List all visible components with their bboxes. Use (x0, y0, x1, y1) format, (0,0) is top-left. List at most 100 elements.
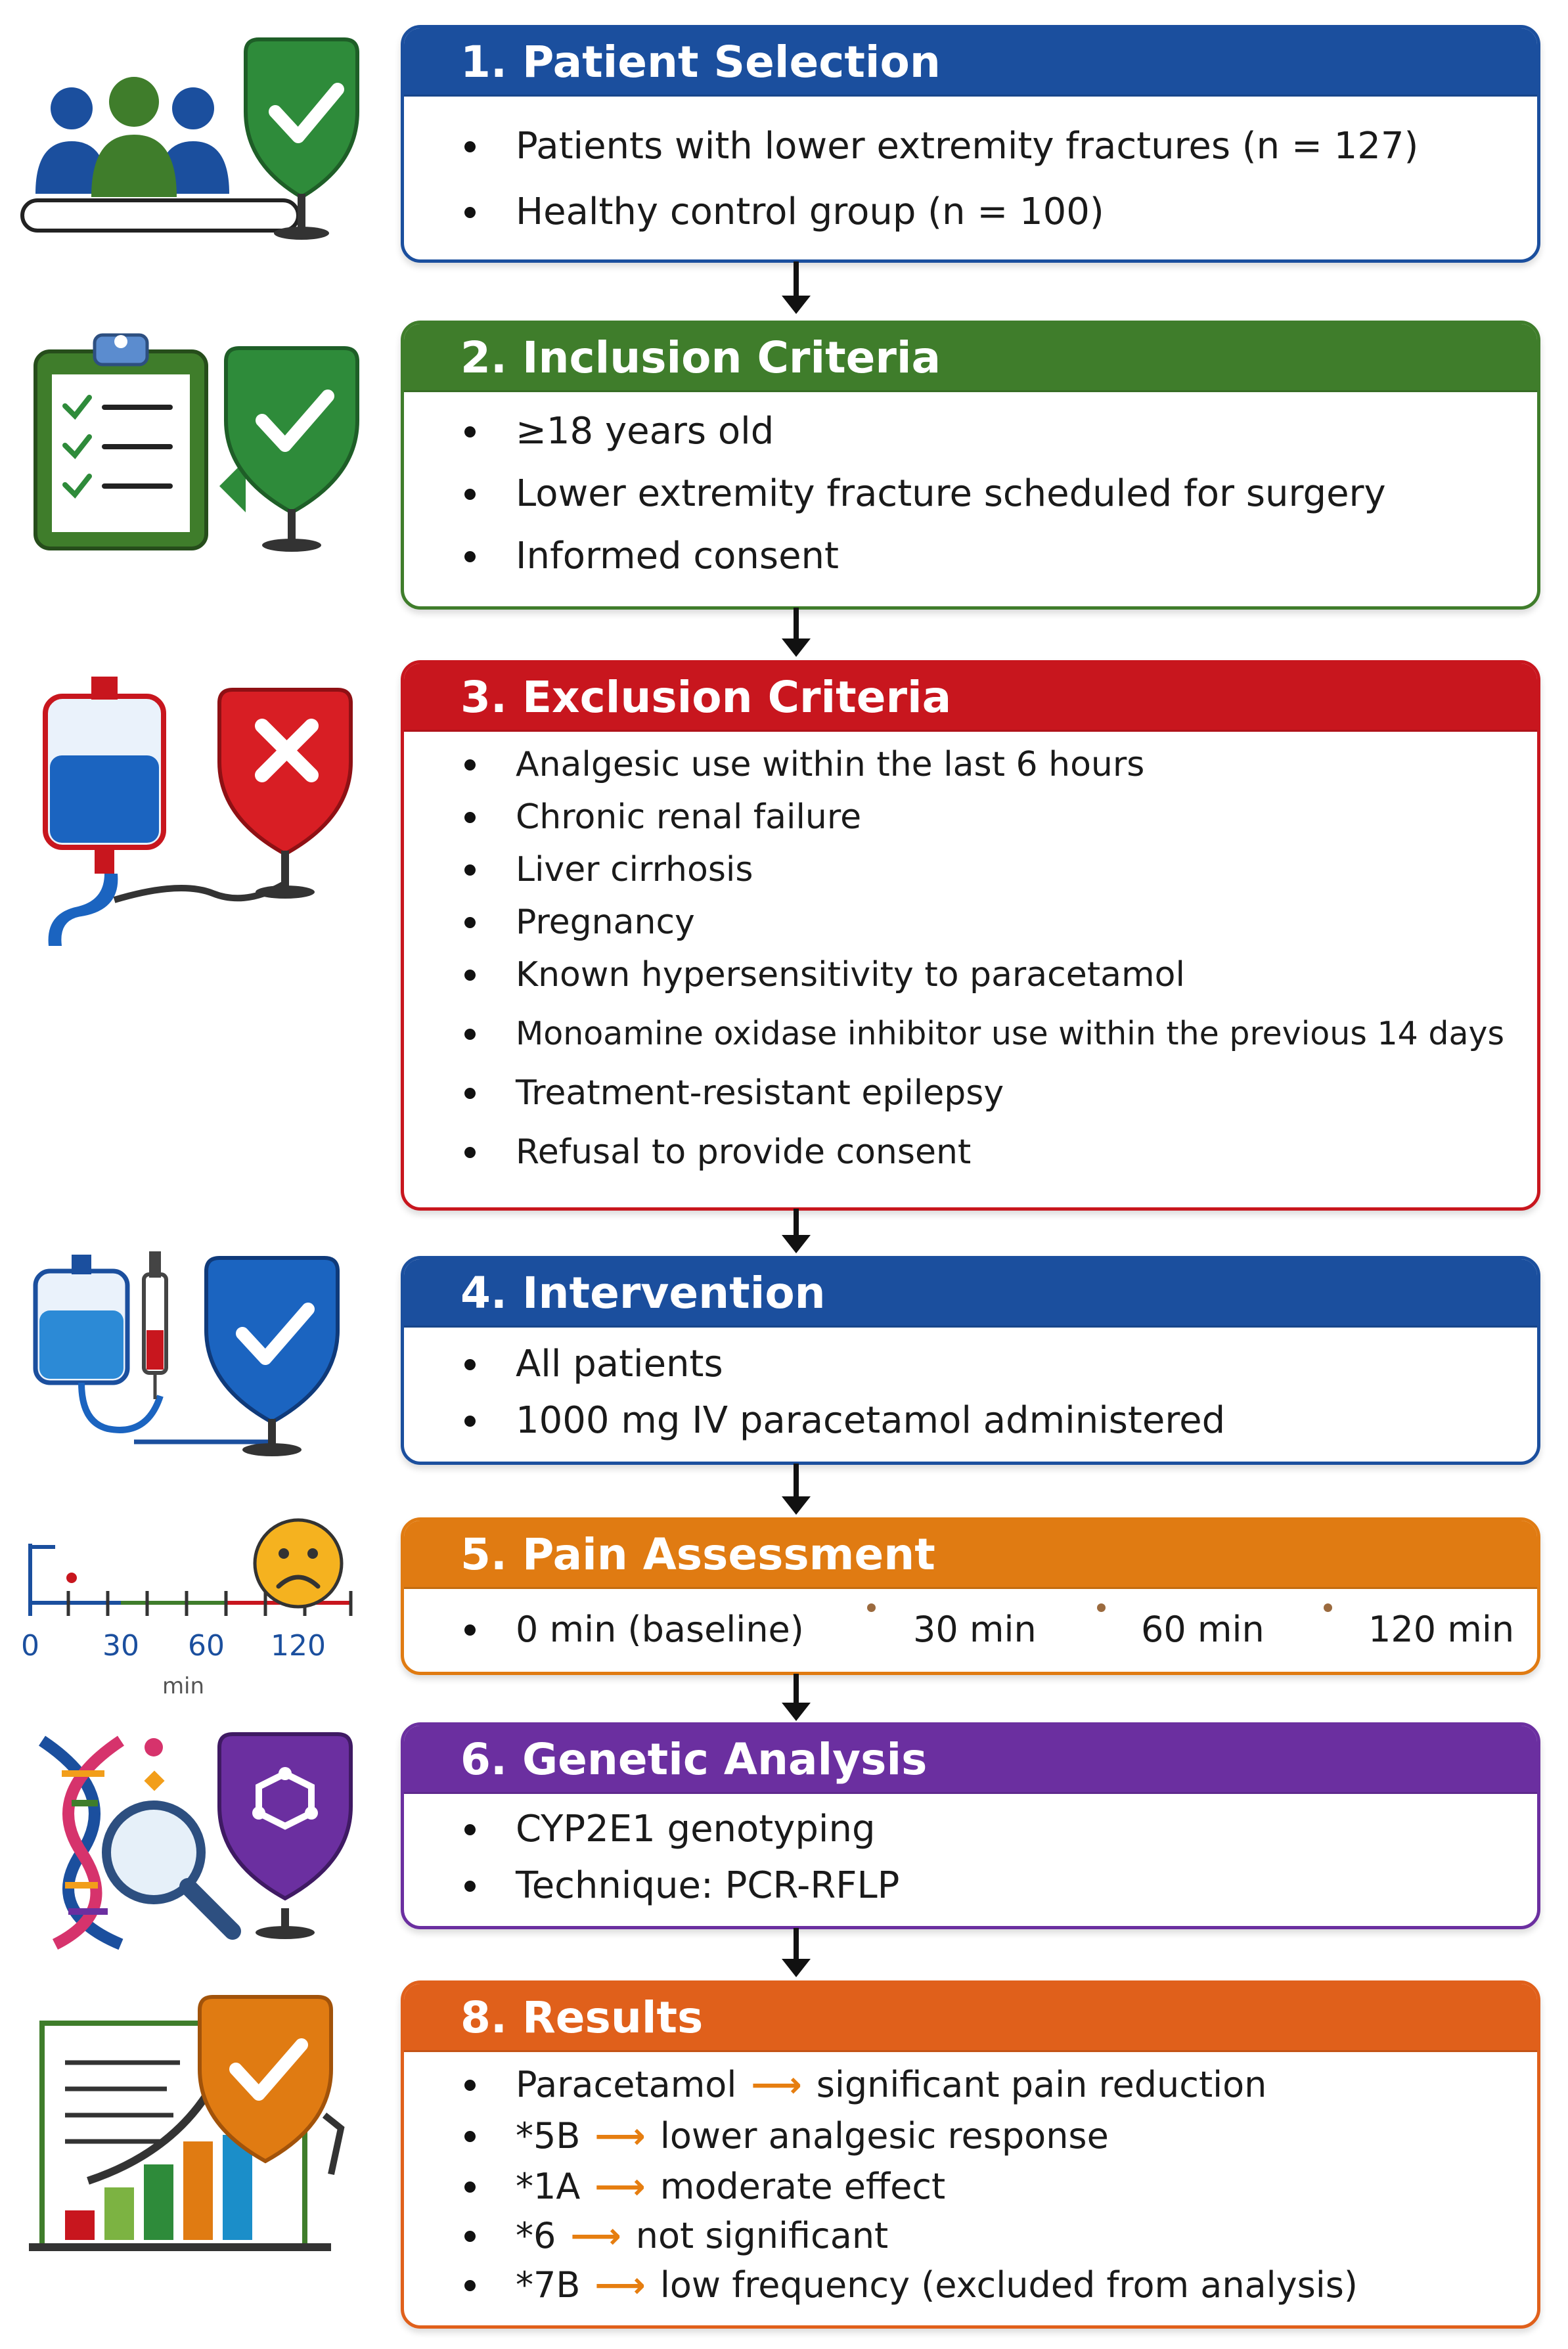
panel-title: 8. Results (404, 1984, 1537, 2052)
list-item: Patients with lower extremity fractures … (404, 120, 1537, 173)
timeline-tick-30: 30 (102, 1629, 139, 1663)
result-arrow-icon: ⟶ (594, 2264, 646, 2306)
result-item: *6⟶not significant (404, 2210, 1537, 2262)
bullet (464, 426, 476, 437)
list-item-text: Liver cirrhosis (516, 850, 753, 889)
list-item-text: Lower extremity fracture scheduled for s… (516, 472, 1386, 515)
flow-arrow-down-icon (782, 1674, 811, 1721)
flow-arrow-down-icon (782, 1209, 811, 1253)
list-item-text: Technique: PCR-RFLP (516, 1864, 900, 1907)
panel-intervention: 4. Intervention All patients 1000 mg IV … (401, 1256, 1540, 1465)
panel-title-text: 2. Inclusion Criteria (460, 332, 941, 383)
result-arrow-icon: ⟶ (594, 2166, 646, 2207)
panel-title: 3. Exclusion Criteria (404, 663, 1537, 732)
bullet (464, 551, 476, 562)
result-subject: *5B (516, 2115, 581, 2157)
panel-title: 6. Genetic Analysis (404, 1726, 1537, 1794)
dna-magnifier-shield-icon (39, 1732, 353, 1950)
list-item-text: Informed consent (516, 535, 839, 577)
list-item: Pregnancy (404, 896, 1537, 949)
list-item: Known hypersensitivity to paracetamol (404, 949, 1537, 1001)
list-item-text: Pregnancy (516, 903, 695, 942)
panel-exclusion-criteria: 3. Exclusion Criteria Analgesic use with… (401, 660, 1540, 1211)
bullet (464, 2181, 476, 2193)
flow-arrow-down-icon (782, 261, 811, 314)
bullet (464, 1359, 476, 1370)
bullet (464, 1147, 476, 1158)
list-item: ≥18 years old (404, 405, 1537, 458)
clipboard-checklist-shield-check-icon (34, 333, 359, 552)
bullet (867, 1603, 876, 1612)
list-item: Informed consent (404, 530, 1537, 583)
panel-title-text: 5. Pain Assessment (460, 1529, 935, 1580)
panel-title: 5. Pain Assessment (404, 1521, 1537, 1589)
list-item: 1000 mg IV paracetamol administered (404, 1395, 1537, 1447)
bullet (1324, 1603, 1332, 1612)
result-subject: *7B (516, 2264, 581, 2306)
iv-syringe-shield-check-icon (33, 1251, 340, 1456)
result-arrow-icon: ⟶ (751, 2064, 802, 2105)
panel-title-text: 6. Genetic Analysis (460, 1734, 928, 1785)
panel-inclusion-criteria: 2. Inclusion Criteria ≥18 years old Lowe… (401, 321, 1540, 610)
result-outcome: significant pain reduction (816, 2064, 1267, 2105)
timeline-tick-60: 60 (188, 1629, 225, 1663)
result-item-text: *1A ⟶ moderate effect (516, 2160, 945, 2213)
timepoint: 30 min (913, 1609, 1037, 1650)
list-item-text: Refusal to provide consent (516, 1132, 972, 1172)
bullet (464, 2231, 476, 2242)
list-item: Technique: PCR-RFLP (404, 1860, 1537, 1912)
timepoint-row: 0 min (baseline) 30 min 60 min 120 min (404, 1603, 1537, 1656)
result-item-text: *6⟶not significant (516, 2210, 888, 2262)
panel-genetic-analysis: 6. Genetic Analysis CYP2E1 genotyping Te… (401, 1722, 1540, 1929)
flow-arrow-down-icon (782, 1464, 811, 1515)
bullet (464, 970, 476, 981)
list-item-text: Monoamine oxidase inhibitor use within t… (516, 1015, 1505, 1052)
list-item-text: Patients with lower extremity fractures … (516, 125, 1419, 168)
bullet (1097, 1603, 1106, 1612)
list-item: Analgesic use within the last 6 hours (404, 738, 1537, 791)
flow-arrow-down-icon (782, 608, 811, 657)
list-item: All patients (404, 1338, 1537, 1391)
list-item-text: All patients (516, 1343, 723, 1385)
list-item: Monoamine oxidase inhibitor use within t… (404, 1008, 1537, 1060)
result-item-text: *5B⟶lower analgesic response (516, 2110, 1109, 2162)
list-item-text: Healthy control group (n = 100) (516, 190, 1104, 233)
bullet (464, 812, 476, 823)
bullet (464, 1881, 476, 1892)
timeline-tick-120: 120 (271, 1629, 326, 1663)
timepoint: 120 min (1368, 1609, 1515, 1650)
list-item: Lower extremity fracture scheduled for s… (404, 468, 1537, 520)
panel-results: 8. Results Paracetamol⟶significant pain … (401, 1980, 1540, 2329)
bullet (464, 2131, 476, 2142)
panel-title: 1. Patient Selection (404, 28, 1537, 97)
result-outcome: not significant (635, 2215, 889, 2256)
panel-pain-assessment: 5. Pain Assessment 0 min (baseline) 30 m… (401, 1517, 1540, 1675)
bullet (464, 141, 476, 152)
result-item: *7B⟶low frequency (excluded from analysi… (404, 2259, 1537, 2312)
bullet (464, 1029, 476, 1040)
bullet (464, 1416, 476, 1427)
result-subject: *1A (516, 2166, 581, 2207)
result-item-text: Paracetamol⟶significant pain reduction (516, 2059, 1266, 2111)
list-item-text: ≥18 years old (516, 410, 774, 453)
result-outcome: moderate effect (660, 2166, 946, 2207)
list-item-text: Chronic renal failure (516, 797, 862, 837)
result-item: Paracetamol⟶significant pain reduction (404, 2059, 1537, 2111)
panel-patient-selection: 1. Patient Selection Patients with lower… (401, 25, 1540, 263)
flow-arrow-down-icon (782, 1928, 811, 1977)
timepoint: 0 min (baseline) (516, 1609, 804, 1650)
timepoint: 60 min (1141, 1609, 1265, 1650)
panel-title-text: 4. Intervention (460, 1268, 826, 1318)
bar-chart-shield-check-icon (29, 1995, 345, 2251)
result-item: *1A ⟶ moderate effect (404, 2160, 1537, 2213)
patient-group-shield-check-icon (20, 37, 359, 240)
bullet (464, 1824, 476, 1835)
result-item: *5B⟶lower analgesic response (404, 2110, 1537, 2162)
list-item-text: Treatment-resistant epilepsy (516, 1073, 1004, 1113)
result-arrow-icon: ⟶ (570, 2215, 621, 2256)
timeline-pain-face-icon: 0 30 60 120 min (21, 1518, 353, 1699)
list-item: CYP2E1 genotyping (404, 1803, 1537, 1856)
list-item: Refusal to provide consent (404, 1126, 1537, 1178)
panel-title: 4. Intervention (404, 1259, 1537, 1328)
result-outcome: lower analgesic response (660, 2115, 1109, 2157)
